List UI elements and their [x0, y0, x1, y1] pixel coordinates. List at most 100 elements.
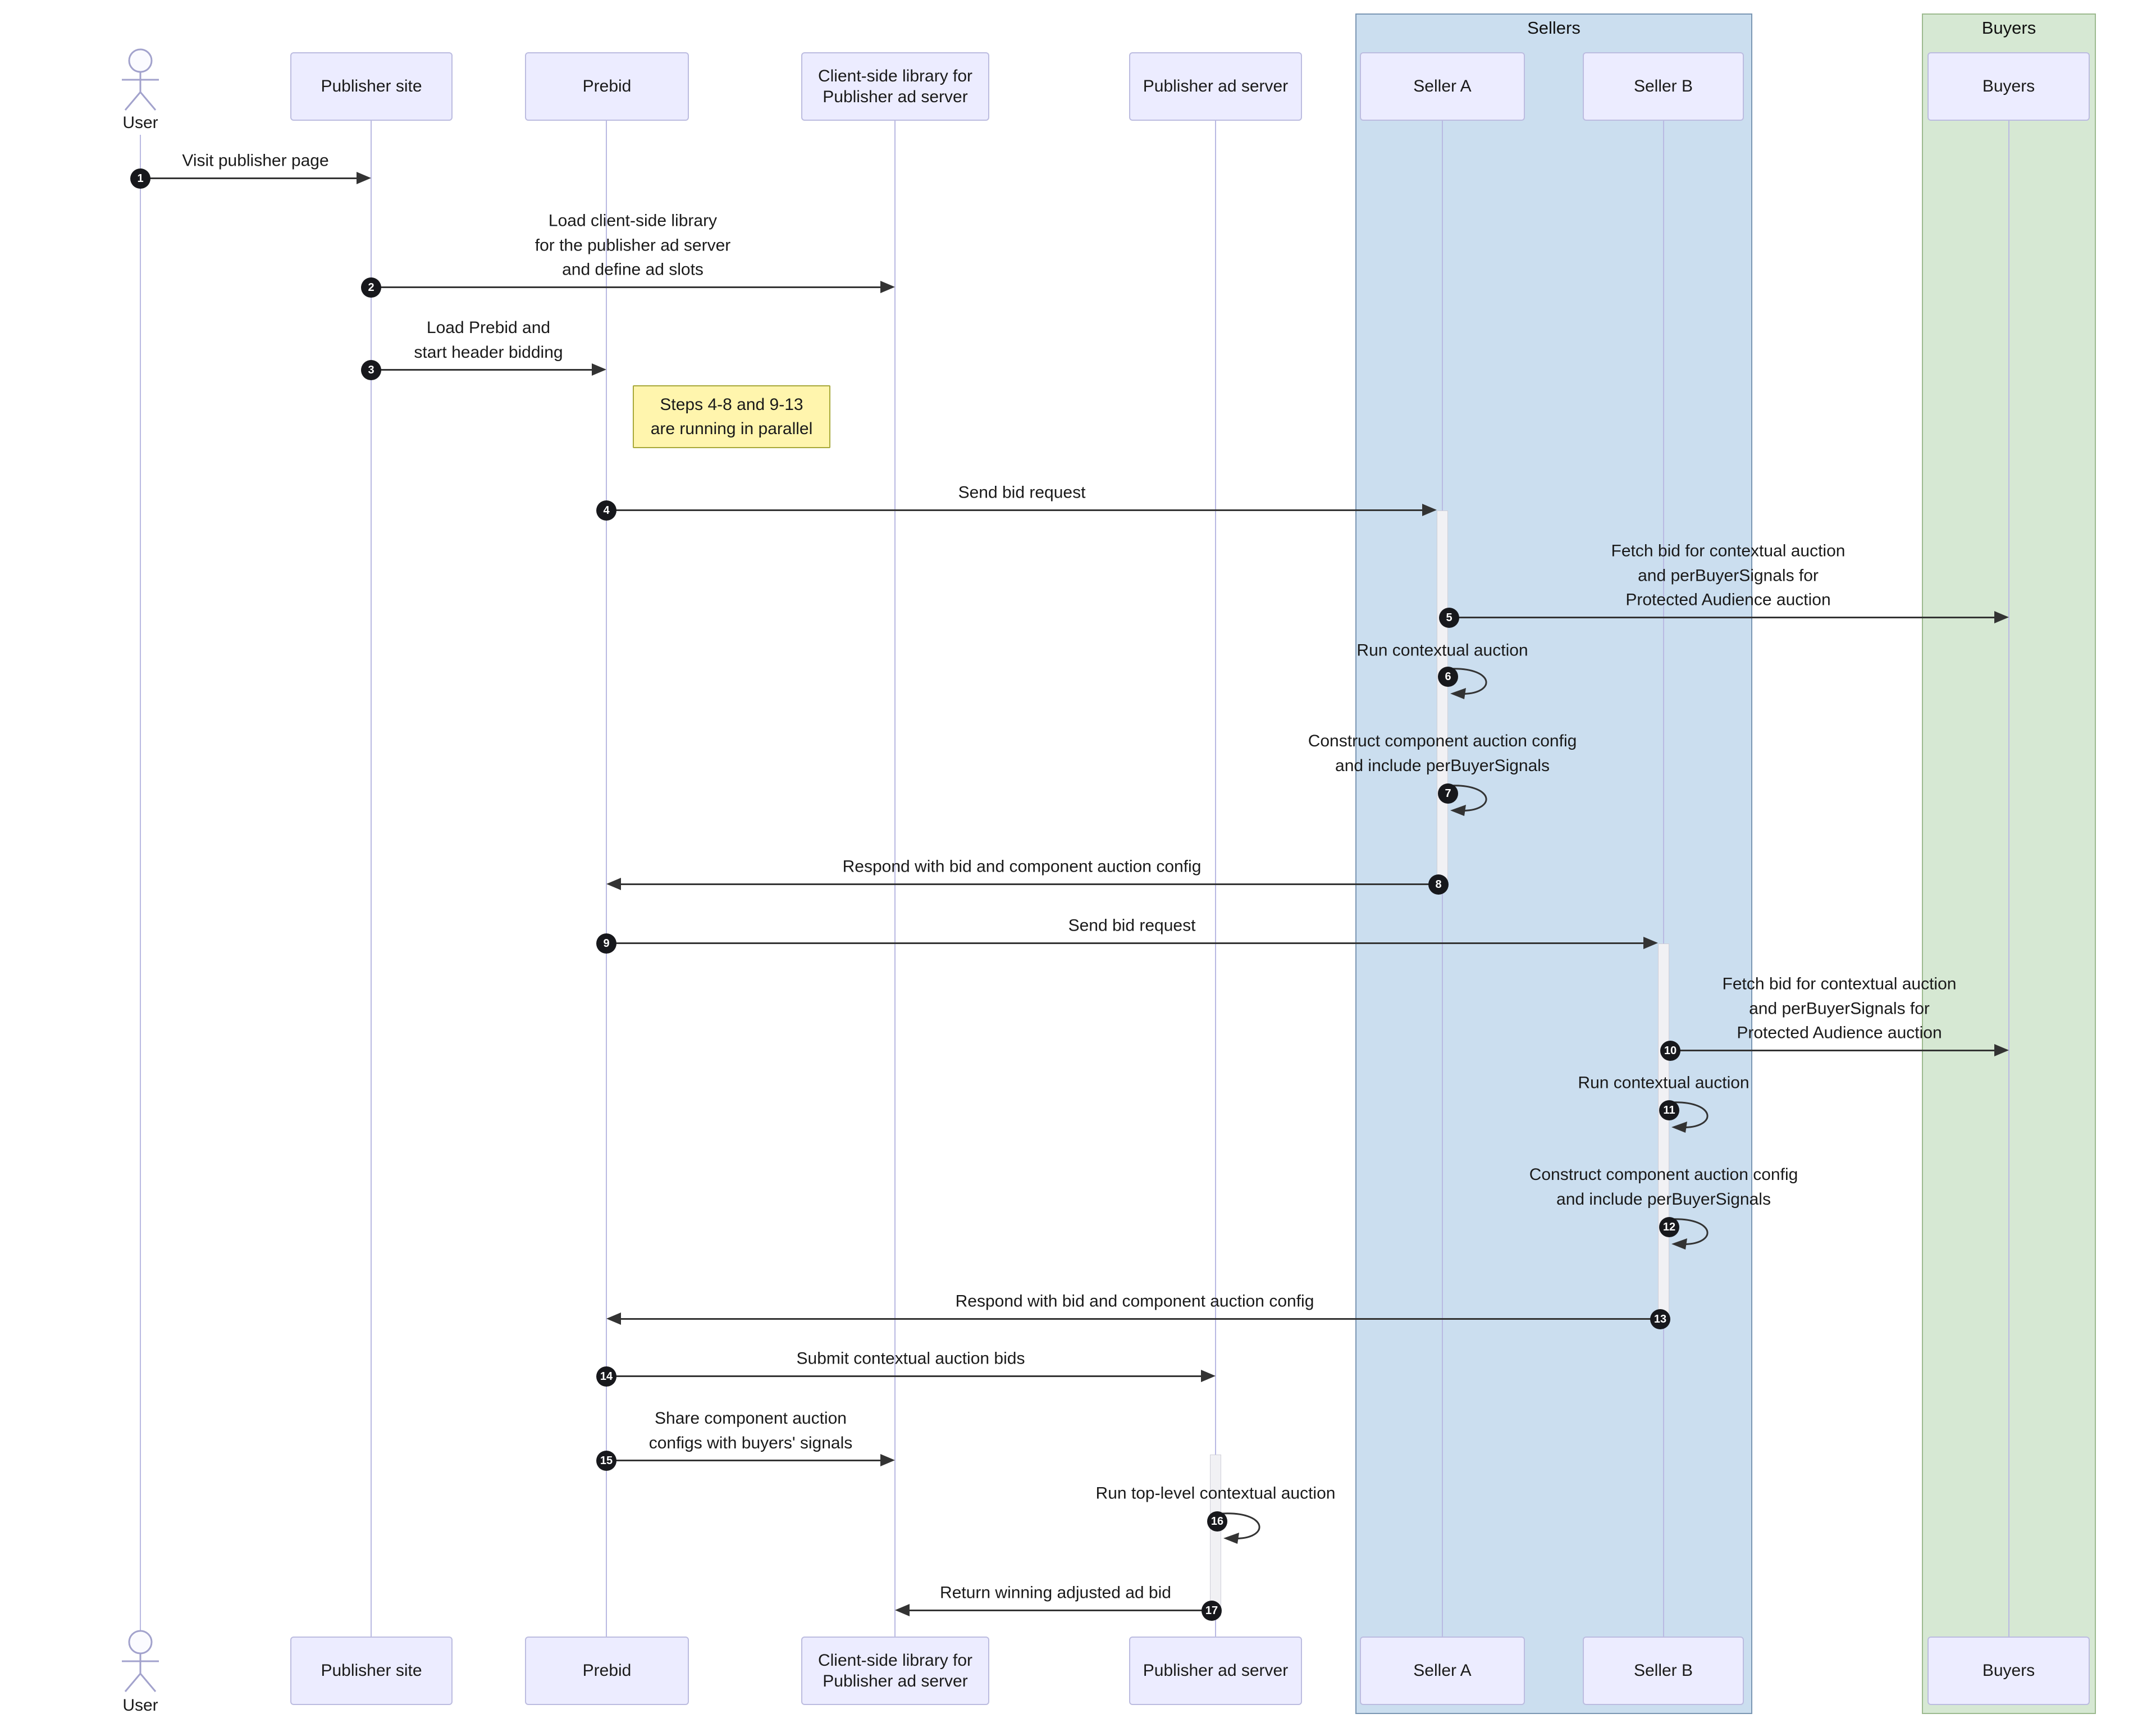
message-8-label: Respond with bid and component auction c…: [842, 857, 1202, 876]
message-13-label: Respond with bid and component auction c…: [955, 1292, 1314, 1311]
message-9-number-badge: 9: [596, 933, 616, 954]
message-3-label: Load Prebid and start header bidding: [414, 318, 563, 362]
message-2-label: Load client-side library for the publish…: [535, 211, 731, 279]
message-6-label: Run contextual auction: [1356, 641, 1528, 660]
participant-buyers-bottom: Buyers: [1927, 1637, 2090, 1705]
message-1-label: Visit publisher page: [182, 151, 329, 170]
message-3-arrowhead: [592, 363, 606, 376]
participant-buyers-top: Buyers: [1927, 52, 2090, 121]
parallel-note-text: Steps 4-8 and 9-13 are running in parall…: [650, 395, 813, 439]
message-13-arrow: [621, 1318, 1658, 1320]
participant-label: Client-side library for Publisher ad ser…: [817, 1651, 973, 1691]
participant-label: Publisher site: [321, 1661, 422, 1680]
message-7-label: Construct component auction config and i…: [1308, 732, 1577, 775]
message-14-arrowhead: [1201, 1370, 1216, 1382]
participant-label: Seller A: [1413, 1661, 1472, 1680]
participant-seller-b-top: Seller B: [1583, 52, 1744, 121]
message-17-arrow: [910, 1610, 1210, 1611]
message-10-label: Fetch bid for contextual auction and per…: [1722, 974, 1957, 1042]
participant-label: Buyers: [1982, 77, 2035, 96]
participant-seller-a-bottom: Seller A: [1360, 1637, 1525, 1705]
message-12-label: Construct component auction config and i…: [1529, 1165, 1798, 1209]
participant-client-library-bottom: Client-side library for Publisher ad ser…: [801, 1637, 989, 1705]
lifeline-publisher-ad-server: [1215, 121, 1216, 1637]
actor-user-icon-top: [120, 48, 161, 115]
participant-label: Publisher site: [321, 77, 422, 96]
message-17-number-badge: 17: [1202, 1601, 1222, 1621]
message-6-self-loop: [1449, 668, 1487, 699]
participant-label: Prebid: [582, 1661, 632, 1680]
message-10-arrow: [1669, 1050, 1994, 1051]
message-14-label: Submit contextual auction bids: [796, 1349, 1025, 1368]
actor-user-label-top: User: [122, 113, 158, 132]
group-sellers-label: Sellers: [1527, 18, 1581, 38]
participant-publisher-site-top: Publisher site: [290, 52, 453, 121]
parallel-note: Steps 4-8 and 9-13 are running in parall…: [633, 385, 830, 448]
message-7-self-loop: [1449, 785, 1487, 816]
participant-label: Seller B: [1633, 1661, 1693, 1680]
message-4-arrow: [606, 509, 1422, 511]
message-11-number-badge: 11: [1659, 1100, 1679, 1120]
message-12-self-loop: [1670, 1218, 1709, 1250]
message-5-label: Fetch bid for contextual auction and per…: [1611, 541, 1846, 609]
participant-label: Publisher ad server: [1143, 77, 1289, 96]
participant-label: Seller B: [1633, 77, 1693, 96]
message-11-self-loop: [1670, 1101, 1709, 1133]
participant-label: Publisher ad server: [1143, 1661, 1289, 1680]
message-14-number-badge: 14: [596, 1366, 616, 1387]
participant-client-library-top: Client-side library for Publisher ad ser…: [801, 52, 989, 121]
message-5-number-badge: 5: [1439, 608, 1459, 628]
lifeline-client-library: [894, 121, 896, 1637]
message-16-self-loop: [1222, 1512, 1260, 1544]
participant-seller-b-bottom: Seller B: [1583, 1637, 1744, 1705]
message-10-number-badge: 10: [1660, 1041, 1680, 1061]
message-10-arrowhead: [1994, 1044, 2009, 1056]
activation-seller-a: [1437, 511, 1448, 885]
message-14-arrow: [606, 1375, 1201, 1377]
participant-publisher-ad-server-top: Publisher ad server: [1129, 52, 1302, 121]
message-12-number-badge: 12: [1659, 1217, 1679, 1237]
activation-seller-b: [1658, 944, 1669, 1319]
participant-prebid-bottom: Prebid: [525, 1637, 689, 1705]
actor-user-icon-bottom: [120, 1630, 161, 1697]
message-4-arrowhead: [1422, 504, 1437, 516]
message-1-number-badge: 1: [130, 168, 150, 189]
message-3-arrow: [371, 369, 593, 371]
message-6-number-badge: 6: [1438, 667, 1458, 687]
lifeline-user: [140, 135, 141, 1631]
participant-label: Client-side library for Publisher ad ser…: [817, 66, 973, 107]
lifeline-buyers: [2008, 121, 2009, 1637]
message-9-label: Send bid request: [1068, 916, 1196, 935]
message-13-arrowhead: [606, 1312, 621, 1325]
message-15-arrowhead: [880, 1454, 895, 1466]
message-17-arrowhead: [895, 1604, 910, 1616]
message-2-arrowhead: [880, 281, 895, 293]
participant-label: Buyers: [1982, 1661, 2035, 1680]
message-15-label: Share component auction configs with buy…: [648, 1409, 853, 1452]
message-8-number-badge: 8: [1428, 874, 1449, 895]
message-2-arrow: [371, 286, 881, 288]
message-4-label: Send bid request: [958, 483, 1086, 502]
group-buyers-label: Buyers: [1981, 18, 2036, 38]
actor-user-label-bottom: User: [122, 1696, 158, 1715]
message-13-number-badge: 13: [1650, 1309, 1670, 1329]
participant-publisher-site-bottom: Publisher site: [290, 1637, 453, 1705]
lifeline-publisher-site: [371, 121, 372, 1637]
lifeline-seller-b: [1663, 121, 1664, 1637]
message-1-arrowhead: [357, 172, 371, 184]
participant-seller-a-top: Seller A: [1360, 52, 1525, 121]
group-sellers: [1355, 13, 1752, 1714]
message-5-arrow: [1448, 617, 1994, 618]
message-2-number-badge: 2: [361, 277, 381, 298]
message-11-label: Run contextual auction: [1578, 1073, 1750, 1092]
message-16-number-badge: 16: [1207, 1511, 1227, 1532]
activation-publisher-ad-server: [1210, 1455, 1221, 1616]
message-15-number-badge: 15: [596, 1451, 616, 1471]
message-8-arrow: [621, 883, 1437, 885]
participant-publisher-ad-server-bottom: Publisher ad server: [1129, 1637, 1302, 1705]
message-9-arrowhead: [1643, 937, 1658, 949]
message-8-arrowhead: [606, 878, 621, 890]
message-17-label: Return winning adjusted ad bid: [940, 1583, 1171, 1602]
message-16-label: Run top-level contextual auction: [1095, 1484, 1336, 1503]
